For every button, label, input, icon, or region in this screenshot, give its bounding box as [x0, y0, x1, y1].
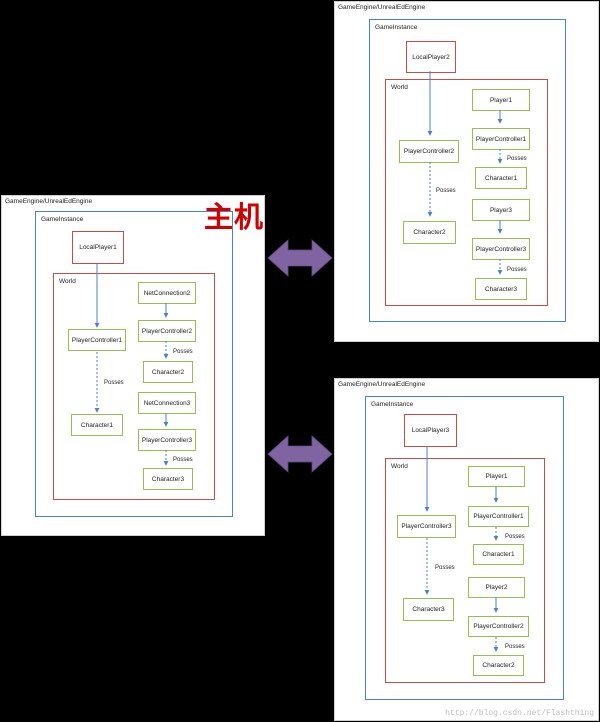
server-player-controller: PlayerController1	[68, 329, 126, 351]
server-net-connection: NetConnection3	[138, 392, 196, 414]
server-net-connection: NetConnection2	[138, 282, 196, 304]
client-3-world-label: World	[391, 463, 408, 470]
client-2-remote-possess-label: Posses	[507, 156, 527, 162]
client-2-engine-label: GameEngine/UnrealEdEngine	[338, 4, 426, 11]
client-2-game-instance-label: GameInstance	[375, 24, 418, 31]
client-2-remote-possess-label: Posses	[507, 267, 527, 273]
client-2-remote-character: Character3	[475, 278, 527, 300]
client-2-character: Character2	[403, 221, 456, 244]
server-connection-controller: PlayerController3	[138, 429, 196, 451]
server-panel: GameEngine/UnrealEdEngine GameInstance L…	[1, 195, 265, 536]
server-connection-character: Character3	[143, 468, 193, 490]
server-connection-possess-label: Posses	[173, 349, 193, 355]
client-3-remote-player: Player2	[468, 577, 525, 598]
client-3-remote-character: Character1	[473, 544, 524, 565]
server-game-instance: GameInstance LocalPlayer1	[35, 211, 233, 517]
server-character: Character1	[71, 414, 123, 436]
client-2-remote-player: Player1	[472, 89, 530, 111]
client-3-possess-label: Posses	[435, 565, 455, 571]
client-2-remote-character: Character1	[475, 167, 527, 189]
client-3-engine-label: GameEngine/UnrealEdEngine	[338, 381, 426, 388]
client-2-remote-player: Player3	[472, 199, 530, 221]
server-local-player: LocalPlayer1	[72, 231, 124, 264]
client-2-game-instance: GameInstance LocalPlayer2	[369, 19, 566, 322]
server-possess-label: Posses	[104, 380, 124, 386]
client-2-possess-label: Posses	[436, 188, 456, 194]
client-3-player-controller: PlayerController3	[397, 515, 456, 538]
client-2-panel: GameEngine/UnrealEdEngine GameInstance L…	[334, 1, 599, 342]
client-3-remote-possess-label: Posses	[505, 644, 525, 650]
client-3-remote-controller: PlayerController2	[468, 616, 529, 637]
client-3-remote-player: Player1	[468, 466, 525, 487]
client-3-remote-controller: PlayerController1	[468, 506, 529, 527]
server-client-2-link-arrow	[267, 239, 333, 277]
server-connection-controller: PlayerController2	[138, 320, 196, 342]
client-3-panel: GameEngine/UnrealEdEngine GameInstance L…	[334, 378, 599, 721]
client-2-local-player: LocalPlayer2	[406, 41, 456, 73]
server-game-instance-label: GameInstance	[41, 216, 84, 223]
server-world: World PlayerController1 Posses Character…	[53, 273, 215, 500]
host-label: 主机	[204, 200, 265, 234]
server-world-label: World	[59, 278, 76, 285]
client-3-game-instance: GameInstance LocalPlayer3	[365, 396, 564, 700]
client-3-remote-character: Character2	[473, 655, 524, 676]
client-3-world: World PlayerController3 Posses Character…	[385, 458, 545, 683]
client-3-local-player: LocalPlayer3	[404, 414, 457, 447]
client-3-game-instance-label: GameInstance	[371, 401, 414, 408]
server-connection-character: Character2	[143, 361, 193, 383]
server-engine-label: GameEngine/UnrealEdEngine	[5, 198, 93, 205]
client-2-world: World PlayerController2 Posses Character…	[385, 79, 548, 306]
server-connection-possess-label: Posses	[173, 457, 193, 463]
client-3-character: Character3	[403, 598, 454, 621]
client-2-remote-controller: PlayerController1	[472, 128, 530, 150]
client-2-world-label: World	[391, 84, 408, 91]
client-2-player-controller: PlayerController2	[399, 140, 459, 163]
client-3-remote-possess-label: Posses	[505, 534, 525, 540]
watermark: http://blog.csdn.net/Flashthing	[445, 709, 594, 718]
server-client-3-link-arrow	[267, 435, 333, 473]
client-2-remote-controller: PlayerController3	[472, 238, 530, 260]
